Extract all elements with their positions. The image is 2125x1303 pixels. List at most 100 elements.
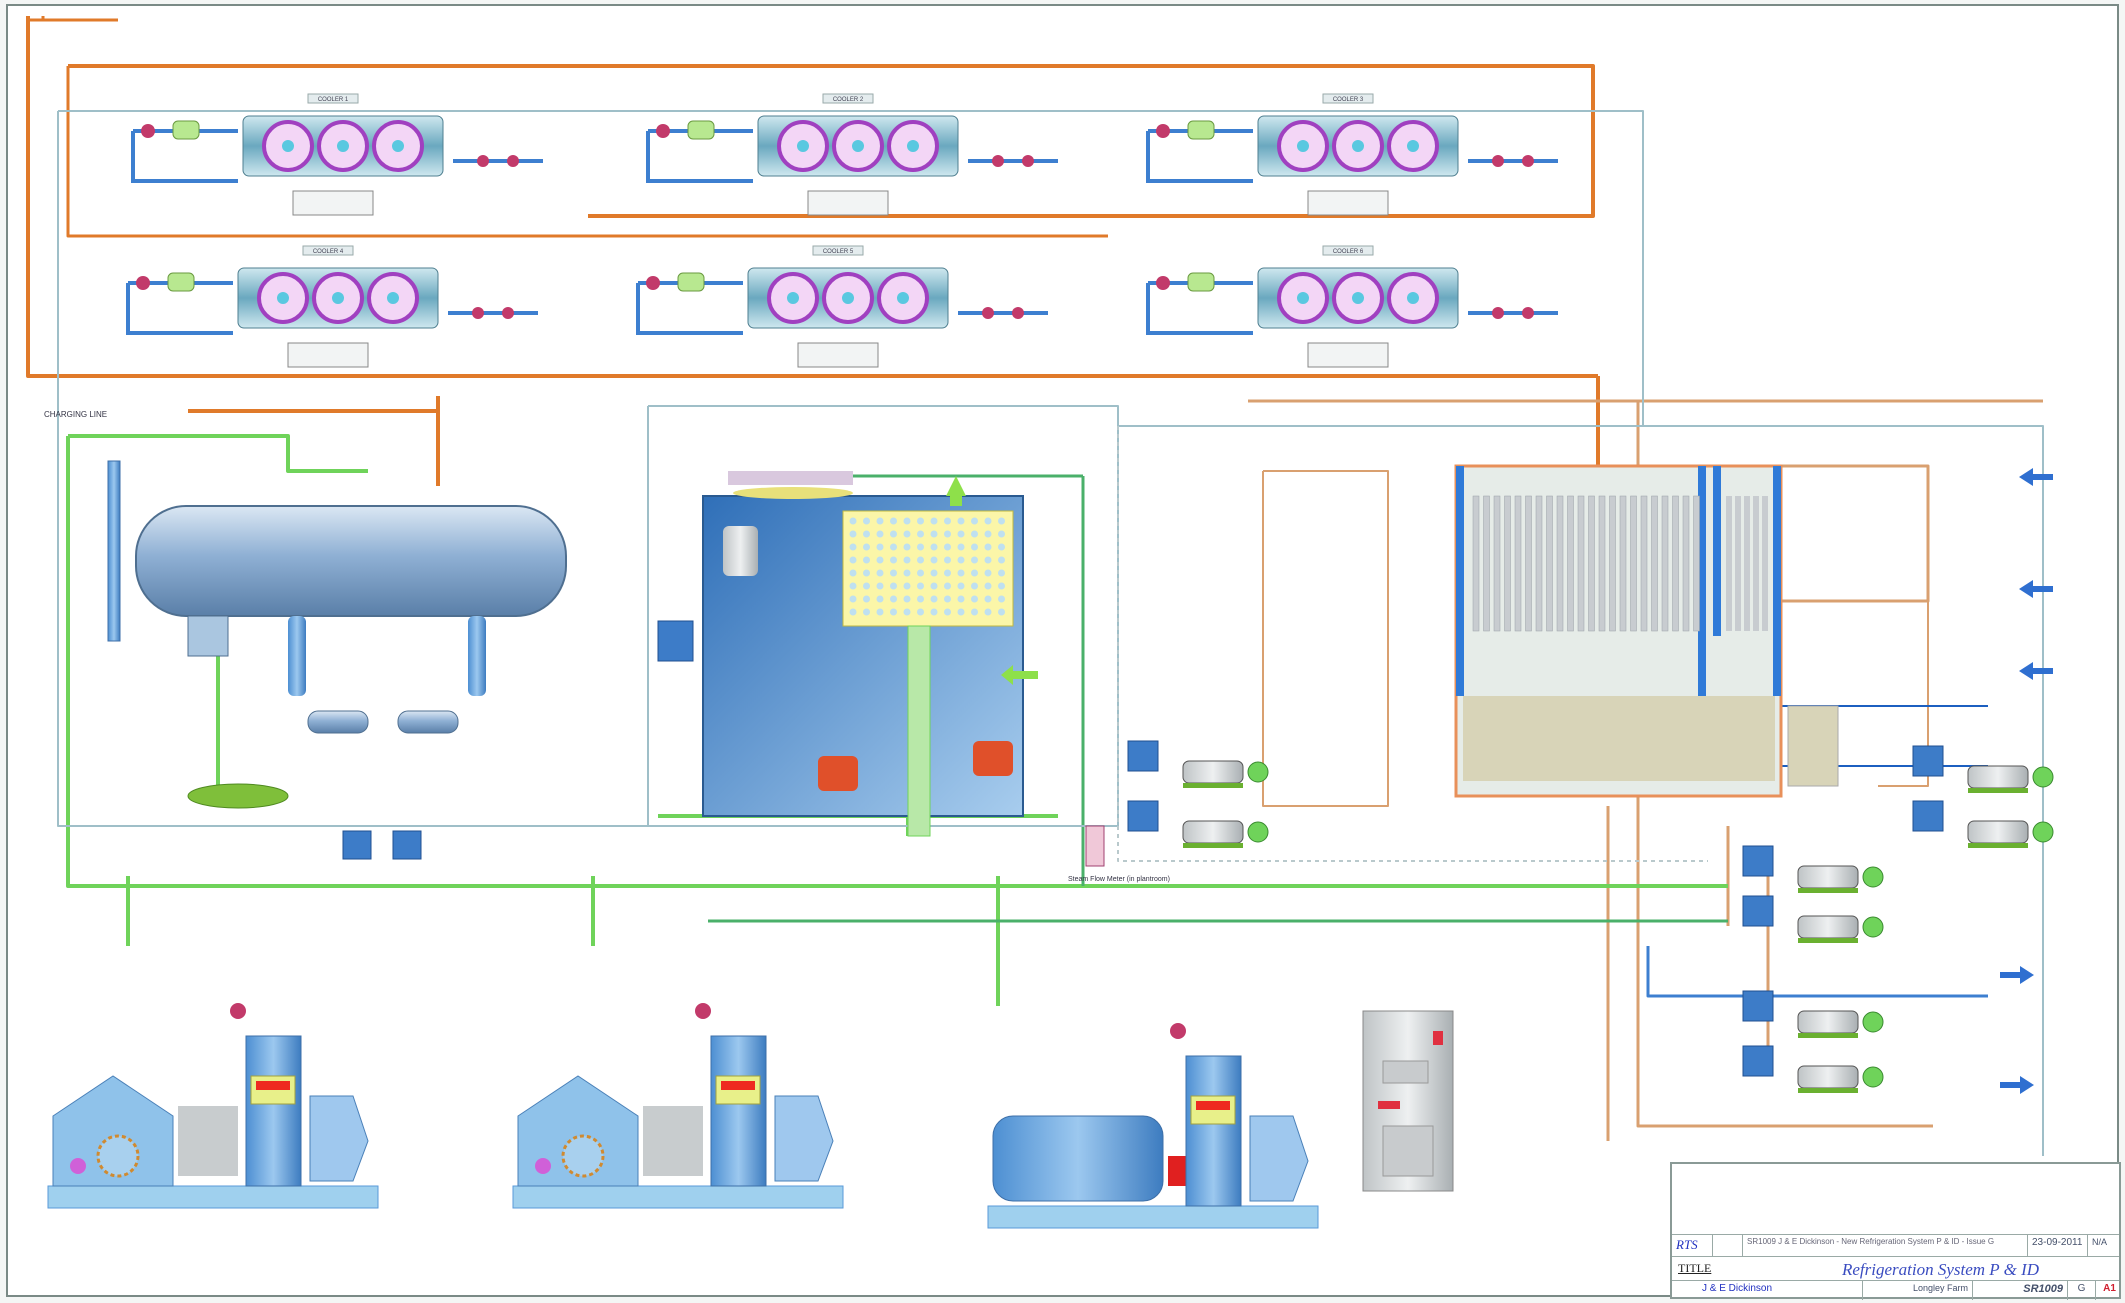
liquid-receiver-section: CHARGING LINE — [44, 410, 567, 860]
air-cooler: COOLER 5 — [636, 245, 1048, 368]
cooler-info-box — [292, 190, 374, 216]
fan-motor — [723, 526, 758, 576]
valve-icon — [1022, 155, 1034, 167]
valve-icon — [472, 307, 484, 319]
solenoid-valve-icon — [167, 272, 195, 292]
evaporator-plates — [1472, 495, 1768, 632]
steam-flow-meter — [1085, 825, 1105, 867]
pump — [1912, 800, 2054, 848]
airflow-arrow — [1001, 665, 1038, 685]
cooler-label: COOLER 4 — [313, 249, 344, 255]
cooler-label: COOLER 6 — [1333, 249, 1364, 255]
solenoid-valve-icon — [1187, 272, 1215, 292]
pump — [1127, 800, 1269, 848]
steam-flow-meter-label: Steam Flow Meter (in plantroom) — [1068, 876, 1170, 883]
valve-icon — [982, 307, 994, 319]
cooler-info-box — [1307, 190, 1389, 216]
valve-icon — [1522, 307, 1534, 319]
air-cooler: COOLER 4 — [126, 245, 538, 368]
oil-pot — [187, 783, 289, 809]
drawing-scale: N/A — [2087, 1235, 2123, 1257]
oil-separator — [1185, 1055, 1242, 1207]
controller-box — [1127, 740, 1159, 772]
oil-cooler-1 — [307, 710, 369, 734]
valve-icon — [1522, 155, 1534, 167]
level-column — [107, 460, 121, 642]
sheet-size: A1 — [2095, 1281, 2123, 1300]
cooler-label: COOLER 2 — [833, 97, 864, 103]
motor — [1249, 1115, 1309, 1202]
compressor-package — [512, 1003, 844, 1209]
pump — [1912, 745, 2054, 793]
motor — [309, 1095, 369, 1182]
controller-box — [1742, 990, 1774, 1022]
solenoid-valve-icon — [172, 120, 200, 140]
drawn-by: RTS — [1676, 1237, 1698, 1252]
controller-box — [1912, 800, 1944, 832]
drawing-title: Refrigeration System P & ID — [1841, 1260, 2040, 1279]
airflow-arrow — [946, 476, 966, 506]
controller-box — [1742, 1045, 1774, 1077]
valve-icon — [1012, 307, 1024, 319]
controller-box — [1912, 745, 1944, 777]
project-name: Longley Farm — [1862, 1281, 1972, 1300]
drawing-number: SR1009 — [1972, 1281, 2067, 1300]
evaporative-condenser: Steam Flow Meter (in plantroom) — [657, 471, 1170, 883]
pump — [1742, 845, 1884, 893]
ice-bank-tank — [1454, 464, 1839, 798]
condenser-riser — [907, 625, 931, 837]
spray-pump-2 — [973, 741, 1013, 776]
pump — [1742, 990, 1884, 1038]
compressor-package — [47, 1003, 379, 1209]
valve-icon — [477, 155, 489, 167]
pump — [1127, 740, 1269, 788]
controller-box — [392, 830, 422, 860]
oil-separator — [710, 1035, 767, 1187]
cooler-info-box — [807, 190, 889, 216]
controller-box — [342, 830, 372, 860]
valve-icon — [230, 1003, 246, 1019]
pump — [1742, 1045, 1884, 1093]
drawing-date: 23-09-2011 — [2027, 1235, 2087, 1257]
controller-box — [1742, 845, 1774, 877]
spray-pump-1 — [818, 756, 858, 791]
valve-icon — [992, 155, 1004, 167]
drawing-description: SR1009 J & E Dickinson - New Refrigerati… — [1742, 1235, 2027, 1257]
valve-icon — [136, 276, 150, 290]
issue: G — [2067, 1281, 2095, 1300]
valve-icon — [695, 1003, 711, 1019]
valve-icon — [646, 276, 660, 290]
controller-box — [657, 620, 694, 662]
valve-icon — [1492, 307, 1504, 319]
solenoid-valve-icon — [1187, 120, 1215, 140]
fill-pack — [849, 517, 1005, 616]
motor — [774, 1095, 834, 1182]
compressor-group — [47, 1003, 1319, 1229]
valve-icon — [507, 155, 519, 167]
oil-separator — [245, 1035, 302, 1187]
air-cooler: COOLER 3 — [1146, 93, 1558, 216]
valve-icon — [1492, 155, 1504, 167]
liquid-receiver-vessel — [135, 505, 567, 617]
compressor-package — [987, 1023, 1319, 1229]
solenoid-valve-icon — [677, 272, 705, 292]
air-cooler: COOLER 6 — [1146, 245, 1558, 368]
cooler-info-box — [287, 342, 369, 368]
air-cooler: COOLER 2 — [646, 93, 1058, 216]
valve-icon — [502, 307, 514, 319]
cooler-label: COOLER 3 — [1333, 97, 1364, 103]
title-block: RTS SR1009 J & E Dickinson - New Refrige… — [1670, 1162, 2123, 1300]
pump-out-pot — [187, 615, 229, 657]
valve-icon — [1156, 276, 1170, 290]
cooler-label: COOLER 5 — [823, 249, 854, 255]
oil-separator-2 — [468, 616, 486, 696]
control-panel — [1362, 1010, 1454, 1192]
checked-by — [1712, 1235, 1742, 1257]
cooler-info-box — [797, 342, 879, 368]
pump — [1742, 895, 1884, 943]
flow-arrows — [2000, 468, 2053, 1094]
valve-icon — [141, 124, 155, 138]
